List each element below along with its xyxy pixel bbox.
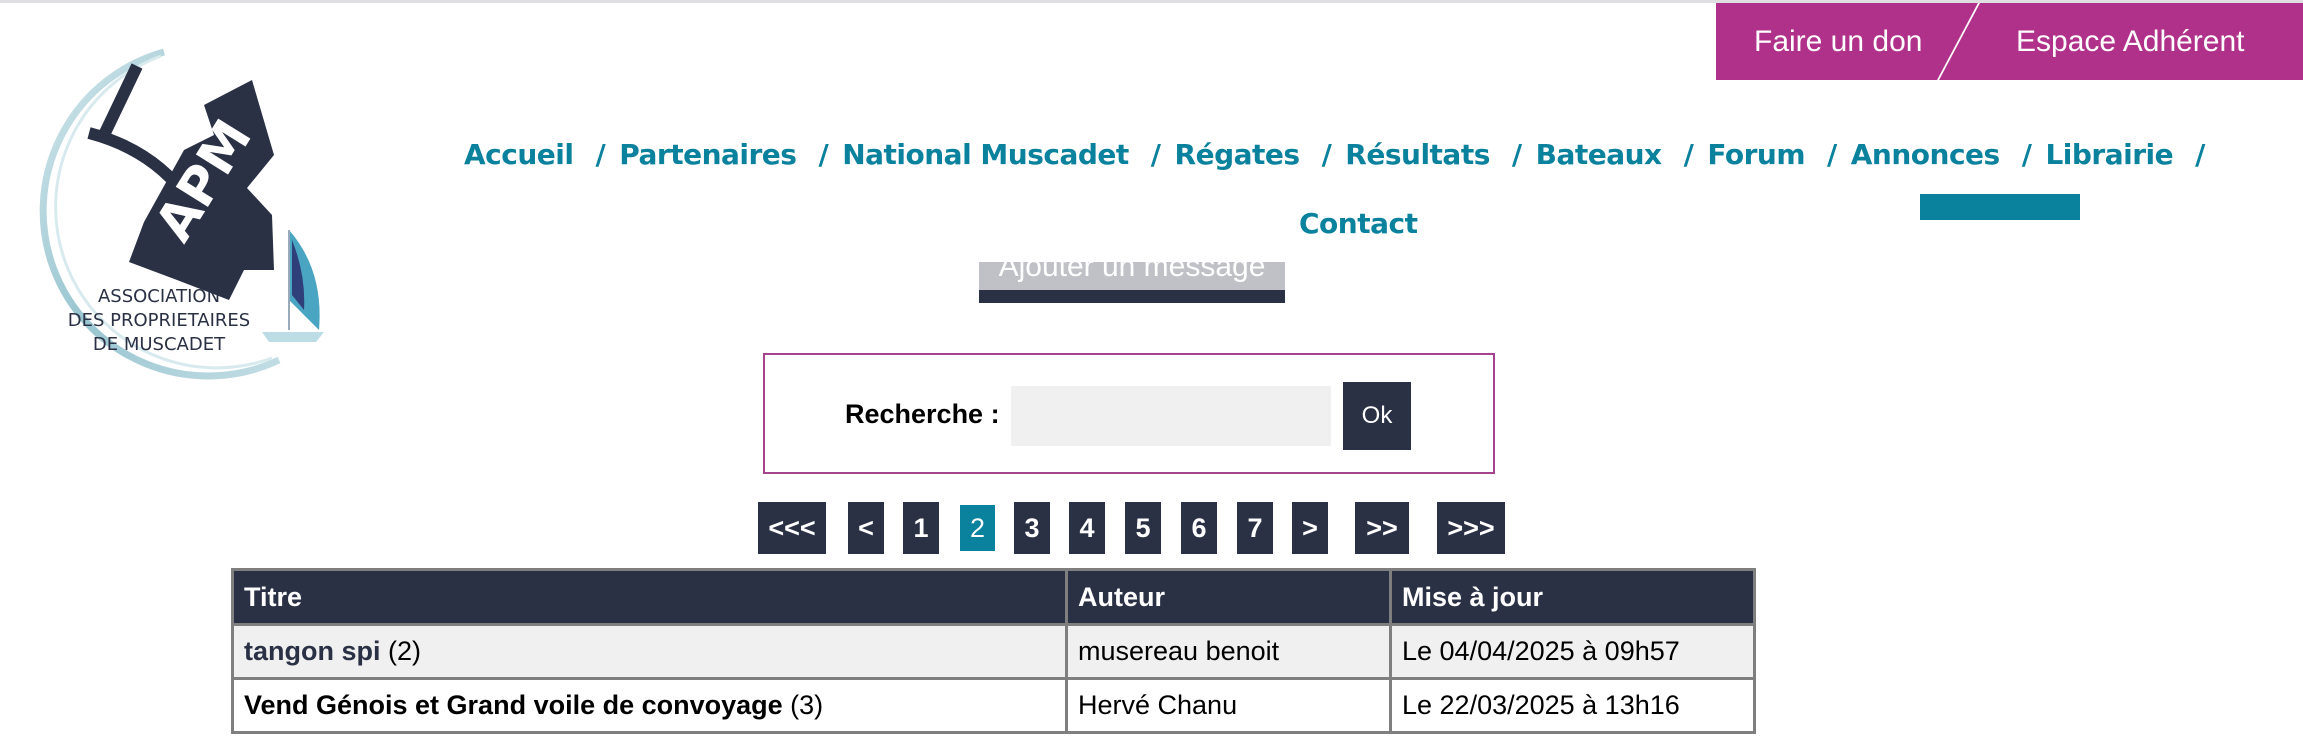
logo-text-line1: ASSOCIATION [98,286,220,307]
nav-item-librairie[interactable]: Librairie [2045,138,2174,171]
nav-item-forum[interactable]: Forum [1707,138,1805,171]
add-message-button-base [979,290,1285,303]
page-button-4[interactable]: 4 [1069,502,1105,554]
page-button-6[interactable]: 6 [1181,502,1217,554]
browser-top-border [0,0,2303,3]
page-prev-button[interactable]: < [848,502,884,554]
page-button-7[interactable]: 7 [1237,502,1273,554]
page-button-5[interactable]: 5 [1125,502,1161,554]
nav-separator: / [1683,138,1694,171]
nav-item-bateaux[interactable]: Bateaux [1535,138,1663,171]
apm-logo[interactable]: APM ASSOCIATION DES PROPRIETAIRES DE MUS… [4,40,334,410]
nav-item-national-muscadet[interactable]: National Muscadet [842,138,1129,171]
page-button-2-current[interactable]: 2 [960,505,995,551]
nav-separator: / [1321,138,1332,171]
page-last-button[interactable]: >>> [1437,502,1505,554]
reply-count: (2) [388,636,422,666]
nav-separator: / [2021,138,2032,171]
nav-item-accueil[interactable]: Accueil [464,138,574,171]
column-header-title[interactable]: Titre [231,568,1068,626]
nav-separator: / [1150,138,1161,171]
add-message-label: Ajouter un message [998,262,1266,283]
nav-separator: / [818,138,829,171]
nav-separator: / [1827,138,1837,171]
main-nav-row2: Contact [1299,207,1418,240]
search-submit-button[interactable]: Ok [1343,382,1411,450]
announcement-link[interactable]: Vend Génois et Grand voile de convoyage [244,690,783,720]
table-row: Vend Génois et Grand voile de convoyage … [231,677,1756,734]
announcement-link[interactable]: tangon spi [244,636,381,666]
page-button-1[interactable]: 1 [903,502,939,554]
nav-item-partenaires[interactable]: Partenaires [619,138,797,171]
logo-text-line2: DES PROPRIETAIRES [68,310,250,331]
search-panel: Recherche : Ok [763,353,1495,474]
page-first-button[interactable]: <<< [758,502,826,554]
page-jump-button[interactable]: >> [1355,502,1409,554]
nav-separator: / [1511,138,1522,171]
cell-title: tangon spi (2) [231,623,1068,680]
nav-active-indicator [1920,194,2080,220]
page-button-3[interactable]: 3 [1014,502,1050,554]
topbar-divider [1932,3,1980,89]
search-input[interactable] [1011,386,1331,446]
nav-item-annonces[interactable]: Annonces [1850,138,2000,171]
logo-ring-icon [39,48,281,380]
nav-separator: / [2195,138,2205,171]
cell-updated: Le 04/04/2025 à 09h57 [1389,623,1756,680]
nav-item-contact[interactable]: Contact [1299,207,1418,240]
nav-item-resultats[interactable]: Résultats [1345,138,1490,171]
nav-separator: / [595,138,606,171]
reply-count: (3) [790,690,824,720]
column-header-author[interactable]: Auteur [1065,568,1392,626]
cell-author: musereau benoit [1065,623,1392,680]
member-area-button[interactable]: Espace Adhérent [2016,25,2245,58]
nav-item-regates[interactable]: Régates [1174,138,1301,171]
column-header-updated[interactable]: Mise à jour [1389,568,1756,626]
cell-author: Hervé Chanu [1065,677,1392,734]
donate-button[interactable]: Faire un don [1754,25,1923,58]
announcements-table: Titre Auteur Mise à jour tangon spi (2) … [231,568,1756,734]
main-nav: Accueil / Partenaires / National Muscadet / Ré… [464,138,2219,171]
search-label: Recherche : [845,399,1000,429]
page-next-button[interactable]: > [1292,502,1328,554]
table-row: tangon spi (2) musereau benoit Le 04/04/… [231,623,1756,680]
table-header-row: Titre Auteur Mise à jour [231,568,1756,626]
cell-title: Vend Génois et Grand voile de convoyage … [231,677,1068,734]
logo-text-line3: DE MUSCADET [93,334,226,355]
cell-updated: Le 22/03/2025 à 13h16 [1389,677,1756,734]
top-action-bar: Faire un don Espace Adhérent [1716,3,2303,89]
